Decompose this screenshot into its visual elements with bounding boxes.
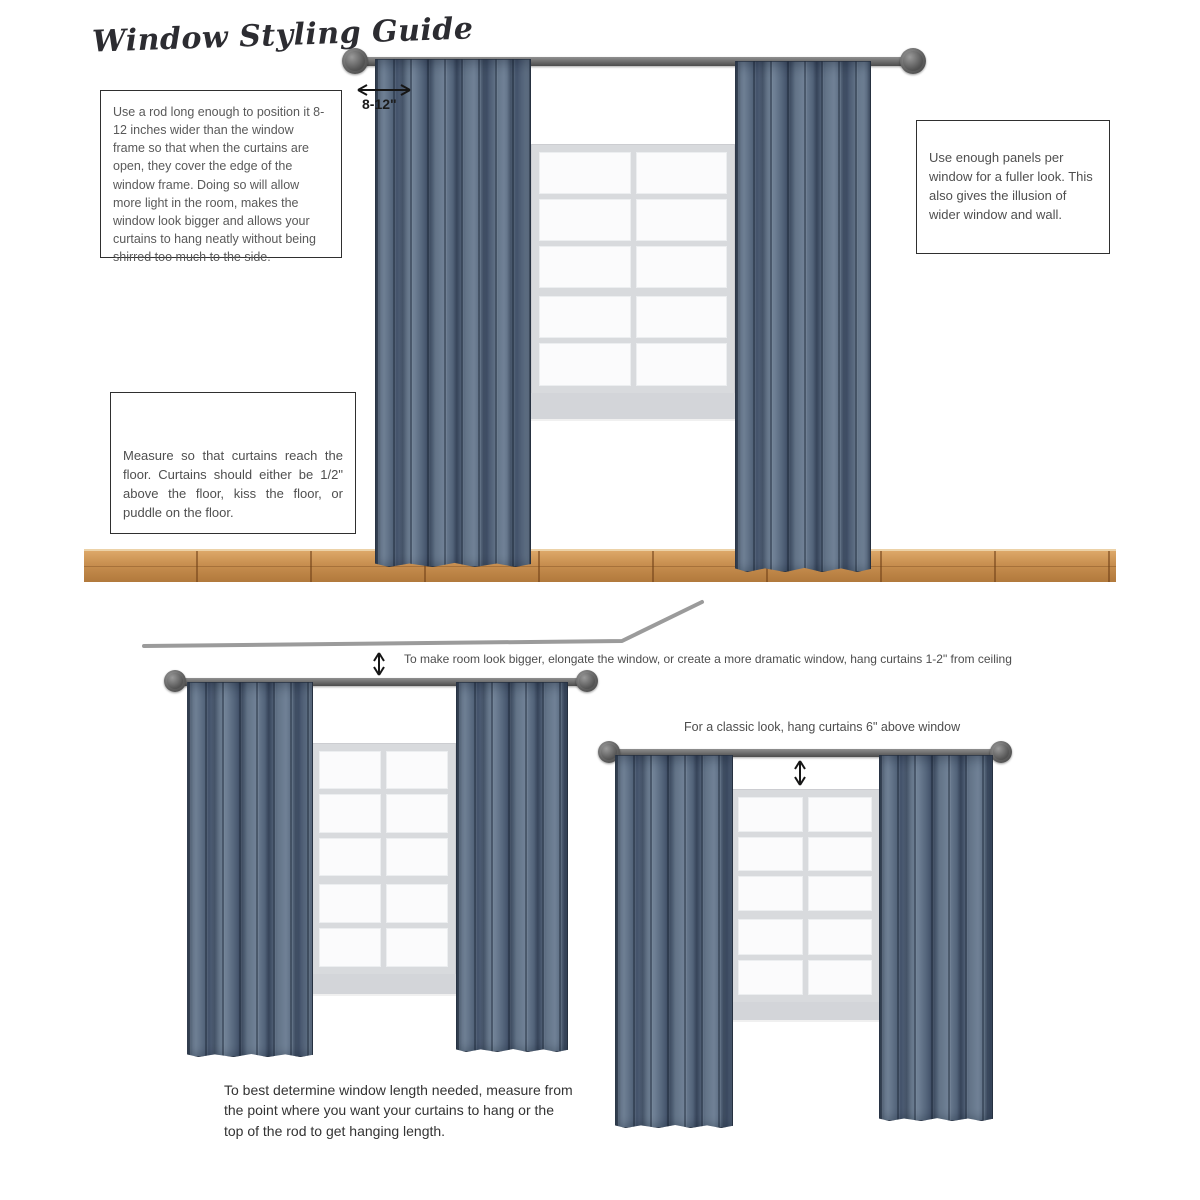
rod-finial-left bbox=[164, 670, 186, 692]
window-pane bbox=[319, 794, 381, 833]
window-pane bbox=[635, 152, 727, 194]
window-pane bbox=[738, 797, 803, 832]
classic-tip-text: For a classic look, hang curtains 6" abo… bbox=[684, 720, 961, 734]
window-classic-scene bbox=[731, 790, 879, 1002]
window-pane bbox=[807, 876, 872, 911]
tip-box-floor-length: Measure so that curtains reach the floor… bbox=[110, 392, 356, 534]
tip-panels-text: Use enough panels per window for a fulle… bbox=[929, 150, 1093, 222]
window-pane bbox=[738, 876, 803, 911]
curtain-panel-left-classic-scene bbox=[615, 755, 733, 1128]
window-lower-sash bbox=[738, 919, 872, 995]
window-pane bbox=[738, 959, 803, 995]
window-lower-sash bbox=[319, 883, 448, 967]
window-main bbox=[532, 145, 734, 393]
window-pane bbox=[386, 837, 448, 876]
ceiling-tip-text: To make room look bigger, elongate the w… bbox=[404, 652, 1012, 666]
window-pane bbox=[539, 152, 631, 194]
window-pane bbox=[319, 837, 381, 876]
rod-extension-label: 8-12" bbox=[362, 96, 397, 112]
window-pane bbox=[319, 927, 381, 967]
tip-box-panels: Use enough panels per window for a fulle… bbox=[916, 120, 1110, 254]
ceiling-line-icon bbox=[142, 600, 704, 648]
rod-finial-right bbox=[990, 741, 1012, 763]
curtain-rod-ceiling-scene bbox=[176, 678, 588, 686]
window-pane bbox=[635, 245, 727, 288]
window-sill bbox=[720, 1002, 890, 1020]
window-pane bbox=[807, 836, 872, 872]
window-pane bbox=[539, 198, 631, 241]
window-upper-sash bbox=[319, 751, 448, 876]
window-pane bbox=[635, 198, 727, 241]
window-pane bbox=[386, 927, 448, 967]
window-pane bbox=[807, 959, 872, 995]
curtain-rod-main bbox=[356, 57, 912, 66]
window-gap-arrow-icon bbox=[794, 760, 806, 786]
window-upper-sash bbox=[738, 797, 872, 911]
rod-extension-arrow-icon bbox=[357, 84, 411, 96]
rod-finial-right bbox=[576, 670, 598, 692]
curtain-panel-right-ceiling-scene bbox=[456, 682, 568, 1052]
curtain-panel-left-main bbox=[375, 59, 531, 567]
curtain-panel-right-main bbox=[735, 61, 871, 572]
window-pane bbox=[807, 919, 872, 955]
window-lower-sash bbox=[539, 295, 727, 386]
curtain-rod-classic-scene bbox=[610, 749, 1002, 757]
wood-floor bbox=[84, 549, 1116, 582]
curtain-panel-right-classic-scene bbox=[879, 755, 993, 1121]
window-pane bbox=[386, 751, 448, 790]
tip-rod-width-text: Use a rod long enough to position it 8-1… bbox=[113, 105, 325, 264]
window-pane bbox=[386, 883, 448, 923]
window-pane bbox=[539, 343, 631, 386]
window-pane bbox=[319, 883, 381, 923]
length-measure-text: To best determine window length needed, … bbox=[224, 1082, 573, 1139]
window-pane bbox=[807, 797, 872, 832]
window-pane bbox=[738, 836, 803, 872]
rod-finial-right bbox=[900, 48, 926, 74]
window-pane bbox=[635, 343, 727, 386]
curtain-panel-left-ceiling-scene bbox=[187, 682, 313, 1057]
window-upper-sash bbox=[539, 152, 727, 288]
rod-finial-left bbox=[342, 48, 368, 74]
window-pane bbox=[738, 919, 803, 955]
window-sill bbox=[301, 974, 466, 994]
window-sill bbox=[520, 393, 746, 419]
window-ceiling-scene bbox=[312, 744, 455, 974]
window-pane bbox=[386, 794, 448, 833]
rod-finial-left bbox=[598, 741, 620, 763]
tip-box-rod-width: Use a rod long enough to position it 8-1… bbox=[100, 90, 342, 264]
page-title: Window Styling Guide bbox=[91, 11, 474, 60]
window-pane bbox=[635, 295, 727, 339]
window-pane bbox=[539, 295, 631, 339]
window-pane bbox=[539, 245, 631, 288]
ceiling-gap-arrow-icon bbox=[373, 652, 385, 676]
window-pane bbox=[319, 751, 381, 790]
tip-floor-length-text: Measure so that curtains reach the floor… bbox=[123, 448, 343, 520]
